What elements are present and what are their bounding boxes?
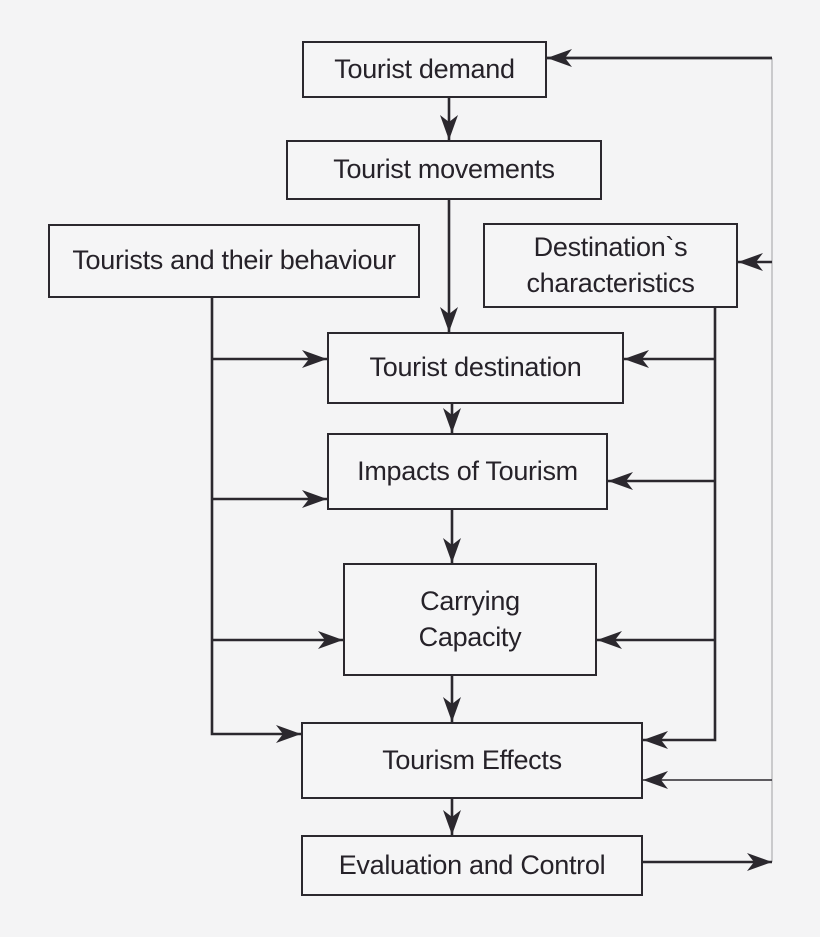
node-tourist-demand: Tourist demand [302,41,547,98]
node-evaluation-and-control: Evaluation and Control [301,835,643,896]
node-carrying-capacity: Carrying Capacity [343,563,597,676]
connector-behaviour-to-effects [210,298,301,743]
node-tourists-and-their-behaviour: Tourists and their behaviour [48,224,420,298]
node-tourism-effects: Tourism Effects [301,722,643,799]
node-tourist-destination: Tourist destination [327,332,624,404]
node-carrying-capacity-label: Carrying Capacity [418,586,522,652]
node-tourist-demand-label: Tourist demand [334,53,515,84]
node-destinations-characteristics-label: Destination`s characteristics [526,232,695,298]
node-tourist-movements: Tourist movements [286,140,602,200]
node-tourist-destination-label: Tourist destination [369,352,582,383]
node-impacts-of-tourism: Impacts of Tourism [327,433,608,510]
node-destinations-characteristics: Destination`s characteristics [483,223,738,308]
node-tourists-and-their-behaviour-label: Tourists and their behaviour [72,245,396,276]
node-tourism-effects-label: Tourism Effects [382,744,562,775]
node-evaluation-and-control-label: Evaluation and Control [338,849,606,880]
node-impacts-of-tourism-label: Impacts of Tourism [357,455,578,486]
node-tourist-movements-label: Tourist movements [333,154,555,185]
connector-characteristics-to-effects [643,308,717,749]
